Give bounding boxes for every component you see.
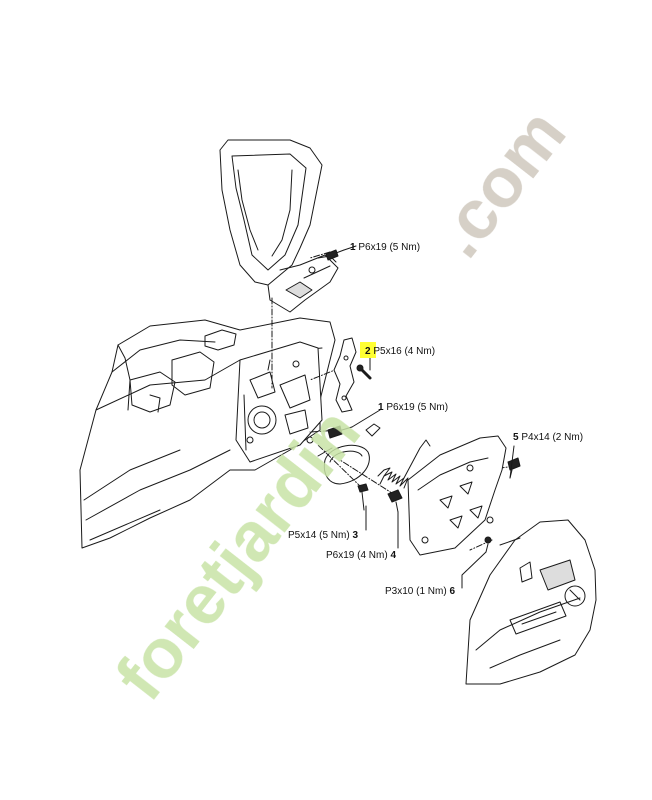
screw-1-top — [325, 249, 345, 261]
callout-screw-2: 2 P5x16 (4 Nm) — [365, 346, 436, 357]
screw-5 — [507, 457, 521, 479]
saw-body — [79, 317, 336, 549]
callout-screw-4: P6x19 (4 Nm) 4 — [326, 550, 397, 561]
screw-4 — [387, 489, 403, 513]
screw-1-middle — [327, 425, 353, 439]
callout-screw-1-middle: 1 P6x19 (5 Nm) — [378, 402, 449, 413]
screw-3 — [357, 483, 369, 511]
callout-screw-3: P5x14 (5 Nm) 3 — [288, 530, 359, 541]
callout-screw-6: P3x10 (1 Nm) 6 — [385, 586, 456, 597]
front-handle — [219, 139, 339, 313]
bracket-part-2 — [333, 337, 372, 413]
screw-6 — [484, 536, 492, 553]
spring — [377, 439, 431, 489]
inner-cover-plate — [407, 435, 507, 556]
sprocket-cover — [465, 519, 597, 685]
leader-lines — [343, 245, 515, 589]
callout-screw-5: 5 P4x14 (2 Nm) — [513, 432, 584, 443]
highlight-marker — [360, 342, 376, 358]
callout-screw-1-top: 1 P6x19 (5 Nm) — [350, 242, 421, 253]
brake-band — [317, 423, 381, 485]
